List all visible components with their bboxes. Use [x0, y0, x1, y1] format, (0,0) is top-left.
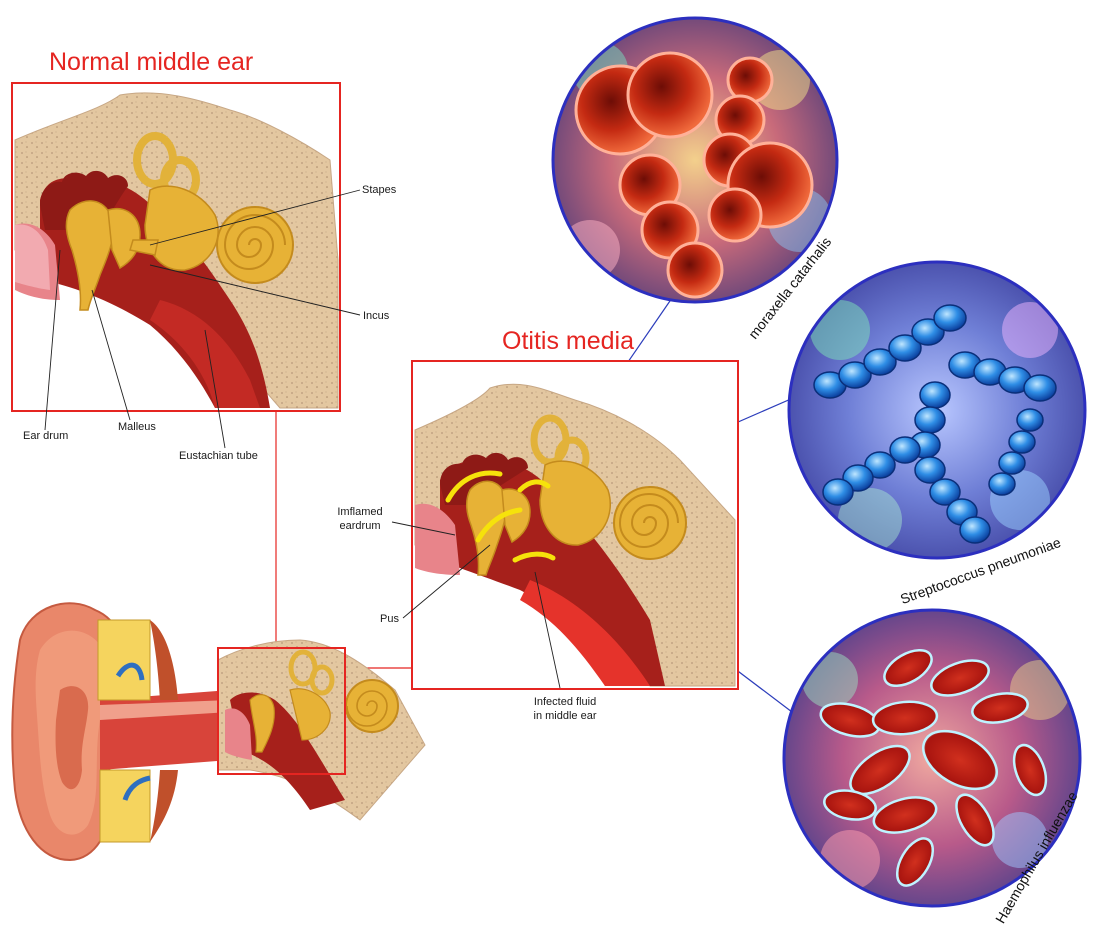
label-fluid-line-2: in middle ear: [525, 709, 605, 723]
label-pus: Pus: [380, 612, 399, 626]
streptococcus-circle: [789, 262, 1085, 558]
label-ear-drum: Ear drum: [23, 429, 68, 443]
normal-ear-panel: [12, 83, 340, 411]
otitis-title: Otitis media: [502, 327, 634, 356]
normal-ear-title: Normal middle ear: [49, 48, 253, 77]
label-inflamed-eardrum: Imflamed eardrum: [330, 505, 390, 533]
label-eustachian-tube: Eustachian tube: [179, 449, 258, 463]
label-stapes: Stapes: [362, 183, 396, 197]
otitis-panel: [412, 361, 738, 689]
full-ear-illustration: [12, 603, 425, 860]
label-fluid-line-1: Infected fluid: [525, 695, 605, 709]
label-inflamed-line-2: eardrum: [330, 519, 390, 533]
label-malleus: Malleus: [118, 420, 156, 434]
connector-lines: [276, 411, 412, 668]
label-inflamed-line-1: Imflamed: [330, 505, 390, 519]
label-infected-fluid: Infected fluid in middle ear: [525, 695, 605, 723]
moraxella-circle: [553, 18, 837, 302]
label-incus: Incus: [363, 309, 389, 323]
